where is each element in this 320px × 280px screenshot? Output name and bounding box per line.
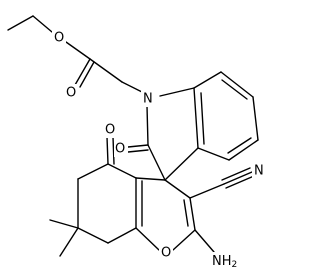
bond-c5-c4-inner [227, 137, 252, 154]
atom-nh2-main: NH [212, 254, 232, 269]
atom-n-indole: N [143, 92, 153, 107]
bond-c3p-cn [189, 183, 225, 199]
bond-c5-o-2 [112, 136, 115, 165]
bond-opyran-c2p [172, 229, 196, 251]
bond-c2-o-2 [127, 149, 149, 153]
bond-oether-c [65, 41, 91, 60]
bond-c7a-c7 [193, 71, 222, 89]
atom-nh2-subscript: 2 [232, 260, 238, 270]
bond-c3a-c7a [193, 87, 199, 149]
bond-c7-me2 [59, 227, 79, 257]
atom-n-nitrile: N [254, 164, 264, 179]
atom-o-pyran: O [161, 246, 171, 261]
bond-c-ch2 [89, 58, 123, 83]
bond-c7-c8 [77, 227, 109, 244]
label-bg-o-ether [52, 30, 66, 46]
bond-c3-c3a [164, 147, 199, 181]
bond-c2p-c3p-1 [189, 197, 196, 231]
bond-c7-c6-inner [221, 79, 248, 100]
chemical-structure-drawing: O O N O O O N NH2 [7, 15, 268, 271]
bond-c5-o-1 [106, 136, 109, 165]
label-bg-o-carbonyl [64, 84, 78, 100]
label-bg-o-ketone [103, 122, 117, 138]
bond-n-c7a [159, 87, 195, 97]
bond-c5-c6 [77, 163, 109, 180]
bond-c3a-c7a-inner [200, 92, 205, 145]
atom-o-oxindole: O [115, 142, 125, 157]
label-bg-o-pyran [159, 244, 173, 260]
bond-c2-c3 [147, 144, 166, 181]
bond-c7-me1 [49, 219, 79, 229]
atom-o-ketone: O [105, 123, 115, 138]
bond-n-c2 [146, 105, 149, 146]
atom-o-ester-carbonyl: O [66, 86, 76, 101]
atom-o-ester-ether: O [54, 31, 64, 46]
bond-c4-c3a [197, 147, 230, 161]
label-bg-n-nitrile [252, 163, 268, 179]
bond-c8a-opyran [135, 227, 160, 251]
bond-c2p-nh2 [194, 229, 215, 253]
bond-c2p-c3p-2 [183, 199, 189, 227]
bond-c8-c8a [107, 227, 137, 244]
label-bg-o-oxindole [114, 141, 128, 157]
bond-c7-c6 [220, 71, 254, 98]
bond-c-ocarbonyl-1 [74, 58, 91, 86]
bond-ch3-ch2 [7, 15, 34, 31]
bond-c-ocarbonyl-2 [79, 61, 95, 88]
bond-c4sp-c4a [135, 177, 166, 181]
bond-cn-triple-3 [225, 175, 255, 189]
bond-c6-c5 [252, 96, 259, 141]
bond-cn-triple-1 [223, 171, 253, 185]
label-bg-n-indole [141, 90, 157, 107]
bond-c5-c4 [228, 139, 259, 161]
atom-nh2: NH2 [212, 254, 237, 271]
bond-c3p-c4sp [164, 179, 191, 199]
bond-c2-o-1 [127, 144, 149, 148]
bond-ch2-oether [32, 15, 53, 33]
structure-canvas: O O N O O O N NH2 [7, 15, 268, 271]
bond-ch2-n [121, 81, 143, 93]
bond-c4a-c5 [107, 163, 137, 179]
bond-cn-triple-2 [221, 167, 251, 181]
label-bg-nh2 [210, 252, 242, 270]
